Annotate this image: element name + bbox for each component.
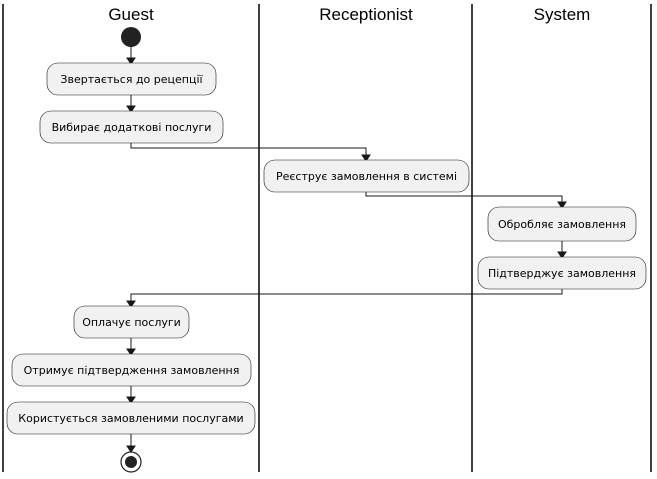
action-label: Підтверджує замовлення — [488, 267, 636, 280]
lane-title-system: System — [534, 5, 591, 24]
arrowhead — [557, 201, 567, 209]
action-label: Вибирає додаткові послуги — [52, 121, 212, 134]
lane-title-receptionist: Receptionist — [319, 5, 413, 24]
action-label: Реєструє замовлення в системі — [276, 170, 457, 183]
action-label: Користується замовленими послугами — [18, 412, 243, 425]
flow-a2-a3 — [130, 143, 367, 157]
start-node — [121, 27, 141, 47]
flow-a3-a4 — [365, 192, 563, 203]
action-label: Отримує підтвердження замовлення — [24, 364, 240, 377]
end-node — [120, 451, 142, 473]
arrowhead — [126, 396, 136, 404]
arrowhead — [557, 251, 567, 259]
action-use-ordered-services: Користується замовленими послугами — [6, 401, 256, 435]
action-process-order: Обробляє замовлення — [487, 206, 637, 242]
action-receive-confirmation: Отримує підтвердження замовлення — [11, 353, 252, 387]
action-label: Звертається до рецепції — [60, 73, 203, 86]
flow-a5-a6 — [130, 289, 563, 302]
arrowhead — [126, 57, 136, 65]
action-choose-extra-services: Вибирає додаткові послуги — [39, 110, 224, 144]
action-register-order: Реєструє замовлення в системі — [263, 159, 470, 193]
arrowhead — [126, 105, 136, 113]
action-label: Оплачує послуги — [82, 316, 181, 329]
action-pay-services: Оплачує послуги — [73, 305, 190, 339]
action-label: Обробляє замовлення — [498, 218, 626, 231]
arrowhead — [361, 154, 371, 162]
arrowhead — [126, 348, 136, 356]
arrowhead — [126, 300, 136, 308]
arrowhead — [126, 445, 136, 453]
action-confirm-order: Підтверджує замовлення — [477, 256, 647, 290]
lane-title-guest: Guest — [108, 5, 154, 24]
action-approach-reception: Звертається до рецепції — [46, 62, 217, 96]
